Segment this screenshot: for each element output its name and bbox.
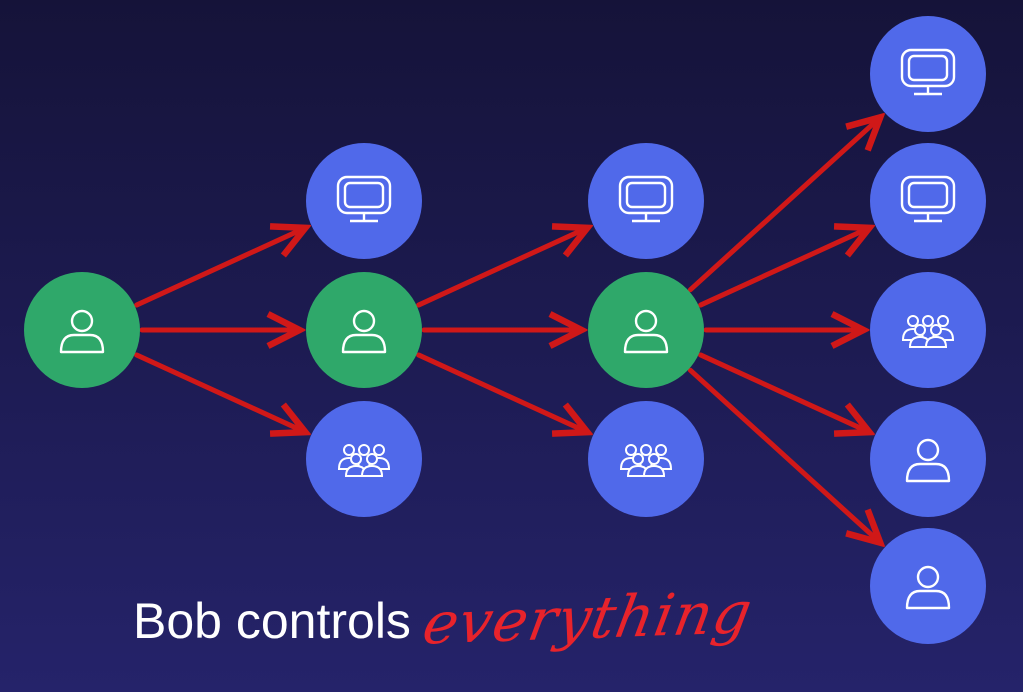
monitor-icon <box>896 46 960 102</box>
group-icon <box>898 310 958 350</box>
monitor-icon <box>614 173 678 229</box>
node-l3-user-2 <box>870 528 986 644</box>
arrow-root-to-l1-computer <box>134 228 304 308</box>
node-l1-computer <box>306 143 422 259</box>
node-l2-group <box>588 401 704 517</box>
group-icon <box>616 439 676 479</box>
arrow-l2-user-to-l3-computer-2 <box>698 228 868 308</box>
node-l1-group <box>306 401 422 517</box>
node-l3-group <box>870 272 986 388</box>
caption: Bob controls everything <box>133 578 758 664</box>
arrow-l1-user-to-l2-group <box>416 352 586 432</box>
node-l3-computer-1 <box>870 16 986 132</box>
node-l1-user <box>306 272 422 388</box>
node-l3-computer-2 <box>870 143 986 259</box>
caption-emphasis-text: everything <box>417 578 758 658</box>
group-icon <box>334 439 394 479</box>
person-icon <box>900 431 956 487</box>
arrow-l2-user-to-l3-computer-1 <box>687 118 879 293</box>
arrow-l1-user-to-l2-computer <box>416 228 586 308</box>
person-icon <box>618 302 674 358</box>
arrow-root-to-l1-group <box>134 352 304 432</box>
node-root <box>24 272 140 388</box>
person-icon <box>336 302 392 358</box>
person-icon <box>54 302 110 358</box>
caption-main-text: Bob controls <box>133 593 411 649</box>
person-icon <box>900 558 956 614</box>
node-l3-user-1 <box>870 401 986 517</box>
node-l2-computer <box>588 143 704 259</box>
node-l2-user <box>588 272 704 388</box>
monitor-icon <box>332 173 396 229</box>
monitor-icon <box>896 173 960 229</box>
arrow-l2-user-to-l3-user-2 <box>687 367 879 541</box>
arrow-l2-user-to-l3-user-1 <box>698 352 868 432</box>
